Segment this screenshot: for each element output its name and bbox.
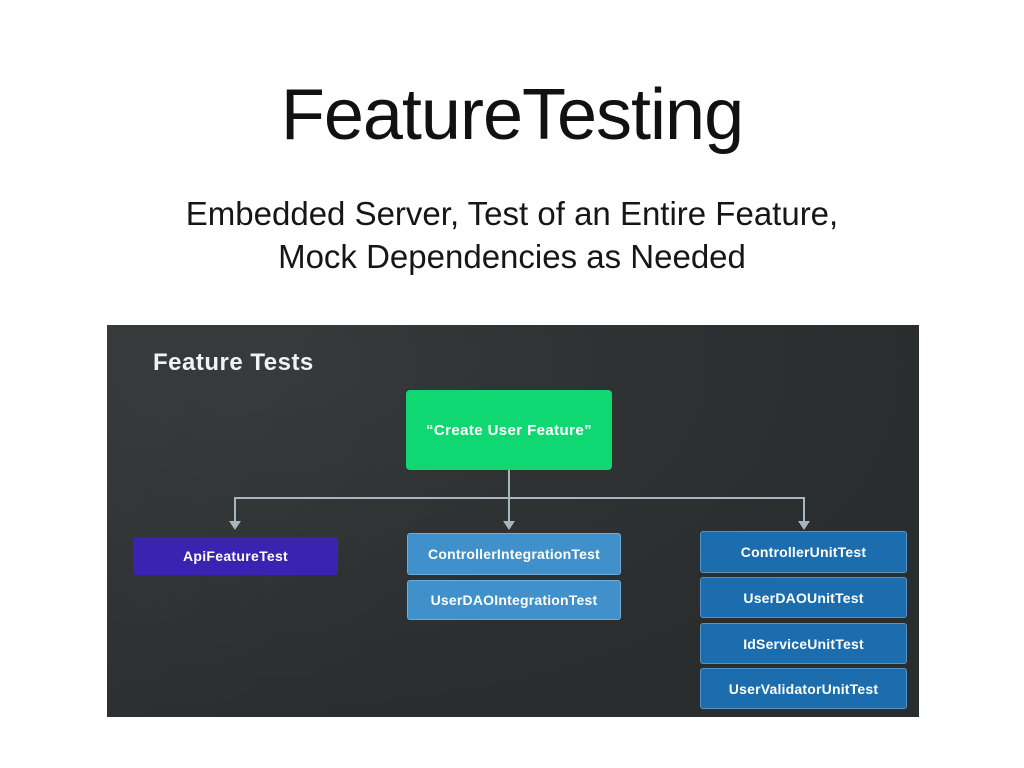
diagram-node-label: UserValidatorUnitTest <box>728 680 879 697</box>
diagram-node-label: UserDAOIntegrationTest <box>430 592 598 608</box>
diagram-node-label: “Create User Feature” <box>426 421 592 439</box>
subtitle-line-1: Embedded Server, Test of an Entire Featu… <box>185 195 839 232</box>
connector-drop-right <box>803 497 805 522</box>
diagram-node-label: ApiFeatureTest <box>182 548 289 564</box>
diagram-node-label: ControllerIntegrationTest <box>428 546 600 562</box>
diagram-node-userdao-integration-test: UserDAOIntegrationTest <box>407 580 621 620</box>
diagram-node-create-user-feature: “Create User Feature” <box>406 390 612 470</box>
diagram-node-uservalidator-unit-test: UserValidatorUnitTest <box>700 668 907 709</box>
subtitle-line-2: Mock Dependencies as Needed <box>278 238 746 275</box>
connector-drop-left <box>234 497 236 522</box>
diagram-heading: Feature Tests <box>153 349 314 376</box>
page-title: FeatureTesting <box>280 75 744 155</box>
arrow-down-icon <box>503 521 515 530</box>
arrow-down-icon <box>798 521 810 530</box>
diagram-node-userdao-unit-test: UserDAOUnitTest <box>700 577 907 618</box>
diagram-node-controller-unit-test: ControllerUnitTest <box>700 531 907 573</box>
feature-tests-diagram-panel: Feature Tests “Create User Feature” ApiF… <box>107 325 919 717</box>
diagram-node-label: IdServiceUnitTest <box>743 635 864 652</box>
connector-drop-center <box>508 497 510 522</box>
diagram-node-api-feature-test: ApiFeatureTest <box>133 537 338 575</box>
arrow-down-icon <box>229 521 241 530</box>
diagram-node-controller-integration-test: ControllerIntegrationTest <box>407 533 621 575</box>
slide-subtitle: Embedded Server, Test of an Entire Featu… <box>0 192 1024 278</box>
diagram-node-label: UserDAOUnitTest <box>743 589 864 606</box>
connector-root-stem <box>508 470 510 499</box>
diagram-node-label: ControllerUnitTest <box>740 544 867 560</box>
diagram-node-idservice-unit-test: IdServiceUnitTest <box>700 623 907 664</box>
connector-horizontal-bar <box>235 497 805 499</box>
